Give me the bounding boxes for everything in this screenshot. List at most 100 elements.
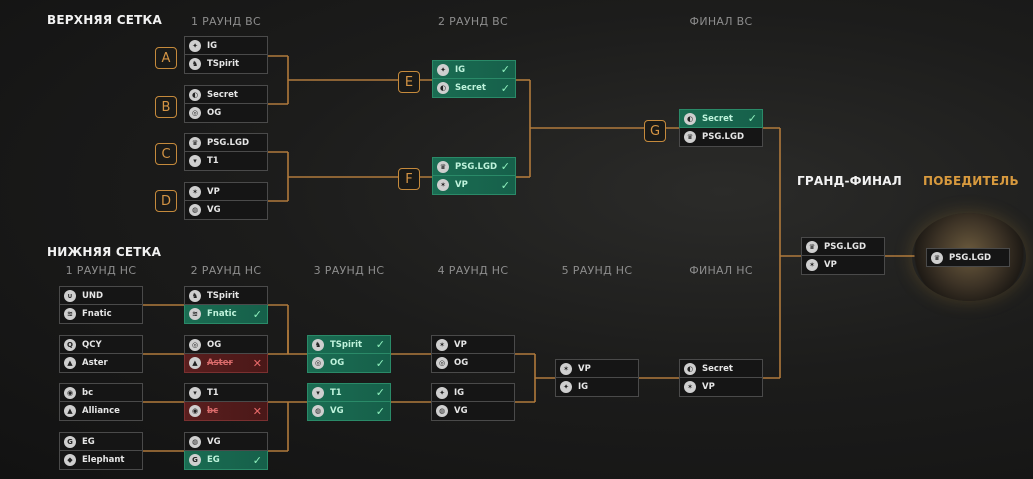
match-ub1-b: ◐ Secret ◎OG	[184, 85, 268, 123]
round-title: 1 РАУНД ВС	[191, 15, 261, 28]
team-row[interactable]: ♛PSG.LGD	[801, 237, 885, 256]
match-badge-f[interactable]: F	[398, 168, 420, 190]
check-icon: ✓	[375, 338, 385, 351]
team-name: TSpirit	[207, 290, 240, 301]
team-row[interactable]: ◆Elephant	[59, 451, 143, 470]
team-row[interactable]: ✶VP	[679, 378, 763, 397]
team-row[interactable]: ▲Alliance	[59, 402, 143, 421]
og-logo-icon: ◎	[312, 357, 324, 369]
team-row[interactable]: ✶VP	[801, 256, 885, 275]
team-name: VP	[702, 382, 715, 392]
team-row[interactable]: ≋Fnatic✓	[184, 305, 268, 324]
team-row[interactable]: ♛ PSG.LGD	[679, 128, 763, 147]
alliance-logo-icon: ▲	[64, 405, 76, 417]
team-row[interactable]: ◐Secret	[679, 359, 763, 378]
bc-logo-icon: ◉	[189, 405, 201, 417]
match-badge-b[interactable]: B	[155, 96, 177, 118]
psglgd-logo-icon: ♛	[684, 131, 696, 143]
match-ubf-g: ◐Secret✓ ♛ PSG.LGD	[679, 109, 763, 147]
team-row[interactable]: ◐Secret✓	[679, 109, 763, 128]
round-title: 4 РАУНД НС	[437, 264, 509, 277]
aster-logo-icon: ▲	[64, 357, 76, 369]
team-row[interactable]: ▾T1✓	[307, 383, 391, 402]
match-winner: ♛PSG.LGD	[926, 248, 1010, 267]
psglgd-logo-icon: ♛	[931, 251, 943, 264]
team-row[interactable]: ♞TSpirit✓	[307, 335, 391, 354]
team-row[interactable]: ▲Aster	[59, 354, 143, 373]
t1-logo-icon: ▾	[189, 155, 201, 167]
team-row[interactable]: ✦IG✓	[432, 60, 516, 79]
match-badge-a[interactable]: A	[155, 47, 177, 69]
team-name: IG	[454, 387, 465, 398]
team-row[interactable]: ◉bc	[59, 383, 143, 402]
cross-icon: ✕	[252, 356, 262, 370]
check-icon: ✓	[252, 453, 262, 467]
team-row[interactable]: ◍VG	[431, 402, 515, 421]
round-title: 2 РАУНД НС	[190, 264, 262, 277]
team-row[interactable]: ∪UND	[59, 286, 143, 305]
team-name: T1	[207, 156, 219, 166]
og-logo-icon: ◎	[436, 357, 448, 369]
team-row[interactable]: ◍VG✓	[307, 402, 391, 421]
team-name: VP	[207, 186, 220, 197]
team-name: QCY	[82, 339, 102, 350]
team-name: VP	[454, 339, 467, 350]
round-title: 1 РАУНД НС	[65, 264, 137, 277]
t1-logo-icon: ▾	[312, 386, 324, 399]
team-row[interactable]: ◎OG	[431, 354, 515, 373]
match-badge-e[interactable]: E	[398, 71, 420, 93]
team-row[interactable]: ✶VP	[555, 359, 639, 378]
team-row[interactable]: ♛PSG.LGD✓	[432, 157, 516, 176]
upper-bracket-title: ВЕРХНЯЯ СЕТКА	[47, 13, 162, 27]
match-badge-g[interactable]: G	[644, 120, 666, 142]
vp-logo-icon: ✶	[189, 185, 201, 198]
team-row[interactable]: ◐ Secret	[184, 85, 268, 104]
team-name: EG	[82, 436, 95, 447]
vp-logo-icon: ✶	[806, 259, 818, 271]
team-row[interactable]: ◎OG	[184, 104, 268, 123]
tspirit-logo-icon: ♞	[312, 338, 324, 351]
team-name: VP	[455, 180, 468, 190]
team-name: PSG.LGD	[455, 161, 498, 172]
team-row[interactable]: ◍VG	[184, 432, 268, 451]
match-ub2-e: ✦IG✓◐Secret✓	[432, 60, 516, 98]
team-row[interactable]: ▾ T1	[184, 152, 268, 171]
team-name: Aster	[207, 358, 233, 368]
team-row[interactable]: ◍VG	[184, 201, 268, 220]
team-row[interactable]: ≋Fnatic	[59, 305, 143, 324]
team-row[interactable]: ♛PSG.LGD	[926, 248, 1010, 267]
team-row[interactable]: ♞TSpirit	[184, 55, 268, 74]
team-row[interactable]: ✦IG	[431, 383, 515, 402]
team-name: Fnatic	[207, 309, 237, 319]
team-row[interactable]: ◐Secret✓	[432, 79, 516, 98]
team-name: PSG.LGD	[702, 132, 745, 142]
team-row[interactable]: ✦IG	[555, 378, 639, 397]
secret-logo-icon: ◐	[189, 88, 201, 101]
grand-final-title: ГРАНД-ФИНАЛ	[797, 174, 902, 188]
round-title: 3 РАУНД НС	[313, 264, 385, 277]
team-row[interactable]: ◎OG✓	[307, 354, 391, 373]
team-row[interactable]: ▲Aster✕	[184, 354, 268, 373]
match-lb2-3: ▾T1◉bc✕	[184, 383, 268, 421]
team-row[interactable]: ✶ VP	[184, 182, 268, 201]
team-row[interactable]: ◎OG	[184, 335, 268, 354]
team-row[interactable]: ▾T1	[184, 383, 268, 402]
team-row[interactable]: ✦IG	[184, 36, 268, 55]
match-badge-c[interactable]: C	[155, 143, 177, 165]
psglgd-logo-icon: ♛	[806, 240, 818, 253]
team-name: bc	[82, 387, 94, 398]
team-row[interactable]: ✶VP✓	[432, 176, 516, 195]
vp-logo-icon: ✶	[560, 362, 572, 375]
team-row[interactable]: ◉bc✕	[184, 402, 268, 421]
team-row[interactable]: ✶VP	[431, 335, 515, 354]
team-row[interactable]: ♞TSpirit	[184, 286, 268, 305]
team-name: Secret	[207, 89, 238, 100]
match-badge-d[interactable]: D	[155, 190, 177, 212]
team-row[interactable]: ♛PSG.LGD	[184, 133, 268, 152]
team-name: Elephant	[82, 455, 125, 465]
team-name: UND	[82, 290, 104, 301]
